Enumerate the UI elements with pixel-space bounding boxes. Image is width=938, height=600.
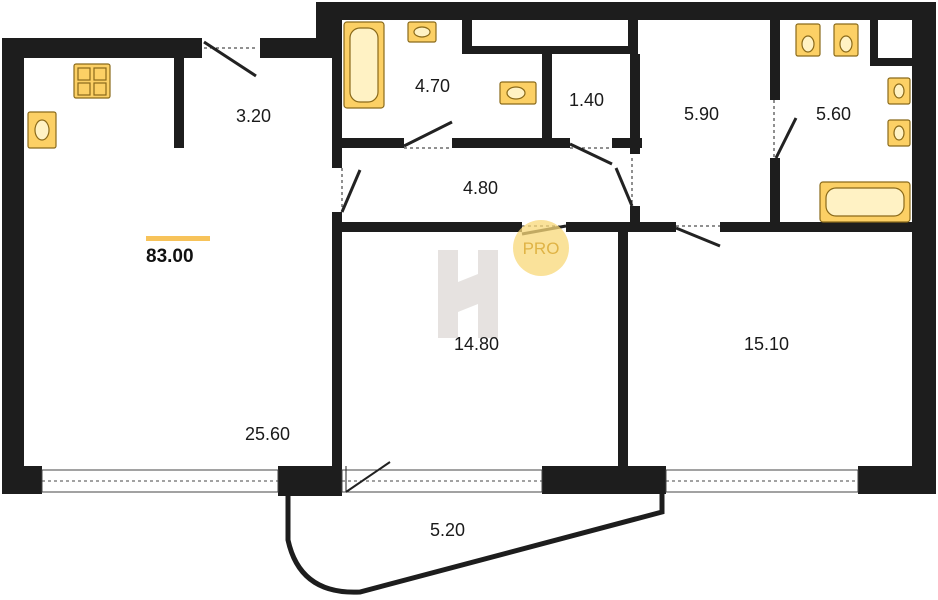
fixtures	[27, 21, 911, 223]
sink-icon	[27, 111, 57, 149]
toilet-icon	[833, 23, 859, 57]
total-area-underline	[146, 236, 210, 241]
sink-icon	[887, 119, 911, 147]
room-area-590: 5.90	[684, 104, 719, 124]
balcony-outline	[285, 494, 665, 595]
bathtub-icon	[819, 181, 911, 223]
toilet-icon	[795, 23, 821, 57]
room-area-toilet: 1.40	[569, 90, 604, 110]
room-area-bedroom-2: 15.10	[744, 334, 789, 354]
room-area-hall: 4.80	[463, 178, 498, 198]
room-area-balcony: 5.20	[430, 520, 465, 540]
room-area-living: 25.60	[245, 424, 290, 444]
total-area: 83.00	[146, 246, 194, 267]
room-area-bathroom-1: 4.70	[415, 76, 450, 96]
watermark-text: PRO	[523, 239, 560, 258]
room-area-bathroom-2: 5.60	[816, 104, 851, 124]
toilet-icon	[499, 81, 537, 105]
walls	[2, 2, 936, 496]
sink-icon	[407, 21, 437, 43]
watermark-logo: PRO	[438, 220, 569, 338]
sink-icon	[887, 77, 911, 105]
window-icon	[41, 469, 859, 493]
room-area-bedroom-1: 14.80	[454, 334, 499, 354]
bathtub-icon	[343, 21, 385, 109]
room-area-corridor: 3.20	[236, 106, 271, 126]
stove-icon	[73, 63, 111, 99]
